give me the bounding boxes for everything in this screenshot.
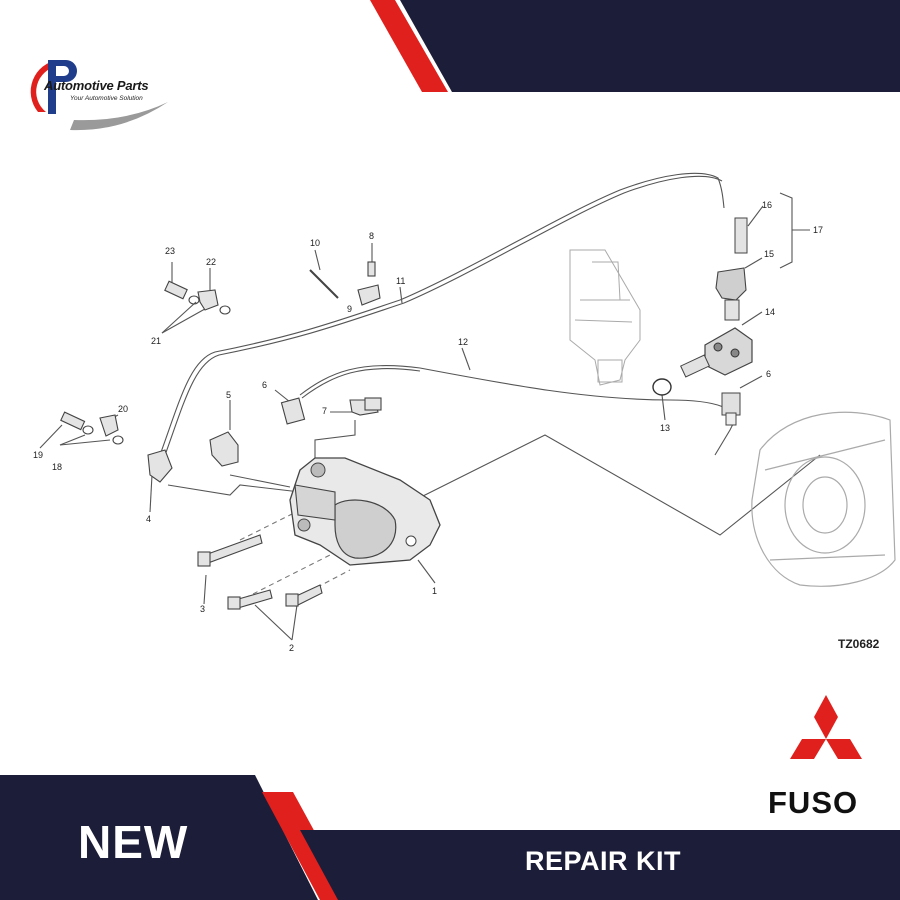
badge-new: NEW bbox=[78, 816, 189, 868]
callout-20: 20 bbox=[118, 404, 128, 414]
callout-12: 12 bbox=[458, 337, 468, 347]
callout-14: 14 bbox=[765, 307, 775, 317]
callout-23: 23 bbox=[165, 246, 175, 256]
bottom-banner bbox=[0, 775, 900, 900]
product-label: REPAIR KIT bbox=[525, 846, 682, 876]
clutch-booster bbox=[289, 457, 441, 566]
logo-swoosh bbox=[70, 102, 168, 131]
housing-line bbox=[414, 434, 821, 536]
company-logo bbox=[30, 60, 168, 131]
diagram-lines bbox=[39, 172, 821, 641]
callout-22: 22 bbox=[206, 257, 216, 267]
top-banner bbox=[370, 0, 900, 92]
o-ring-13 bbox=[652, 378, 672, 396]
callout-6-left: 6 bbox=[262, 380, 267, 390]
small-fittings bbox=[60, 261, 382, 610]
callout-19: 19 bbox=[33, 450, 43, 460]
callout-5: 5 bbox=[226, 390, 231, 400]
callout-3: 3 bbox=[200, 604, 205, 614]
master-cylinder-faint bbox=[569, 249, 641, 386]
callout-8: 8 bbox=[369, 231, 374, 241]
callout-17: 17 bbox=[813, 225, 823, 235]
callout-1: 1 bbox=[432, 586, 437, 596]
callout-16: 16 bbox=[762, 200, 772, 210]
callout-9: 9 bbox=[347, 304, 352, 314]
bottom-left-navy bbox=[0, 775, 318, 900]
valve-14 bbox=[680, 327, 753, 378]
callout-10: 10 bbox=[310, 238, 320, 248]
top-navy-band bbox=[400, 0, 900, 92]
callout-4: 4 bbox=[146, 514, 151, 524]
callout-2: 2 bbox=[289, 643, 294, 653]
callout-11: 11 bbox=[396, 276, 405, 286]
top-red-stripe bbox=[370, 0, 448, 92]
callout-7: 7 bbox=[322, 406, 327, 416]
callout-labels: 1 2 3 4 5 6 6 7 8 9 10 11 12 13 14 15 16… bbox=[33, 200, 823, 653]
clutch-housing-faint bbox=[751, 411, 896, 587]
callout-18: 18 bbox=[52, 462, 62, 472]
logo-tagline: Your Automotive Solution bbox=[70, 95, 143, 102]
fitting-15-16 bbox=[715, 217, 748, 321]
hose-11 bbox=[159, 172, 725, 456]
logo-blue-letter bbox=[48, 60, 77, 114]
callout-13: 13 bbox=[660, 423, 670, 433]
bottom-right-navy bbox=[300, 830, 900, 900]
tube-12 bbox=[299, 365, 736, 456]
logo-name: Automotive Parts bbox=[44, 78, 149, 93]
logo-letter-counter bbox=[56, 66, 69, 76]
callout-15: 15 bbox=[764, 249, 774, 259]
callout-21: 21 bbox=[151, 336, 161, 346]
brand-fuso: FUSO bbox=[768, 785, 859, 820]
mitsubishi-logo-icon bbox=[790, 695, 862, 759]
logo-red-arc bbox=[30, 60, 58, 112]
callout-6-right: 6 bbox=[766, 369, 771, 379]
parts-diagram: 1 2 3 4 5 6 6 7 8 9 10 11 12 13 14 15 16… bbox=[33, 172, 896, 653]
pipe-4 bbox=[167, 484, 301, 496]
diagram-code: TZ0682 bbox=[838, 637, 880, 651]
